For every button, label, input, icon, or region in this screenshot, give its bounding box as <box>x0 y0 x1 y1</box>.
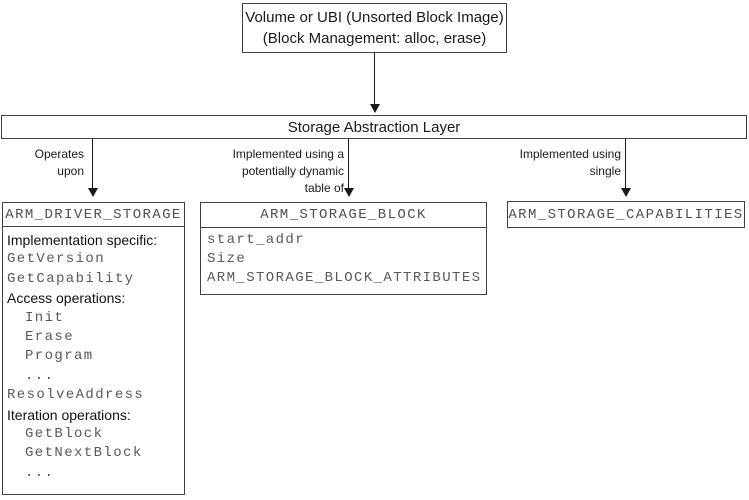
edge-label-line: Implemented using a <box>232 147 344 161</box>
volume-ubi-box: Volume or UBI (Unsorted Block Image) (Bl… <box>242 3 507 53</box>
edge-label-line: upon <box>57 164 84 178</box>
arm-driver-storage-box: ARM_DRIVER_STORAGE Implementation specif… <box>2 202 185 495</box>
driver-storage-row: Erase <box>25 329 75 346</box>
volume-ubi-line1: Volume or UBI (Unsorted Block Image) <box>245 9 504 26</box>
volume-ubi-line2: (Block Management: alloc, erase) <box>262 30 487 47</box>
driver-storage-row: ... <box>25 367 55 384</box>
arrow-block-head <box>344 188 354 197</box>
arm-driver-storage-body: Implementation specific: GetVersion GetC… <box>3 227 184 483</box>
arrow-driver-line <box>92 139 93 189</box>
arm-storage-capabilities-box: ARM_STORAGE_CAPABILITIES <box>507 201 745 228</box>
edge-label-line: Implemented using <box>519 147 621 161</box>
edge-label-line: Operates <box>34 147 84 161</box>
storage-block-row: Size <box>207 251 247 267</box>
driver-storage-row: ResolveAddress <box>7 387 145 404</box>
driver-storage-row: Init <box>25 309 65 326</box>
edge-label-operates-upon: Operates upon <box>0 146 84 180</box>
driver-storage-row: GetCapability <box>7 270 135 287</box>
edge-label-dynamic-table: Implemented using a potentially dynamic … <box>144 146 344 197</box>
driver-storage-row: Implementation specific: <box>7 232 158 248</box>
edge-label-line: potentially dynamic <box>241 164 344 178</box>
arrow-block-line <box>348 139 349 189</box>
arm-storage-capabilities-title: ARM_STORAGE_CAPABILITIES <box>508 206 744 223</box>
driver-storage-row: Iteration operations: <box>7 406 131 423</box>
driver-storage-row: GetBlock <box>25 426 104 443</box>
arrow-caps-head <box>621 188 631 197</box>
storage-block-row: start_addr <box>207 232 306 248</box>
storage-abstraction-layer-title: Storage Abstraction Layer <box>287 118 461 136</box>
edge-label-line: table of <box>304 181 344 195</box>
edge-label-line: single <box>589 164 621 178</box>
driver-storage-row: Access operations: <box>7 290 126 307</box>
storage-abstraction-layer-box: Storage Abstraction Layer <box>1 115 747 139</box>
arm-driver-storage-title: ARM_DRIVER_STORAGE <box>3 203 184 227</box>
storage-block-row: ARM_STORAGE_BLOCK_ATTRIBUTES <box>207 270 482 286</box>
arm-storage-block-box: ARM_STORAGE_BLOCK start_addr Size ARM_ST… <box>200 202 487 295</box>
arm-storage-block-body: start_addr Size ARM_STORAGE_BLOCK_ATTRIB… <box>201 228 486 288</box>
edge-label-single: Implemented using single <box>421 146 621 180</box>
arrow-top-to-sal-head <box>370 104 380 113</box>
driver-storage-row: Program <box>25 348 94 365</box>
arrow-top-to-sal-line <box>374 52 375 105</box>
driver-storage-row: GetVersion <box>7 251 106 268</box>
arrow-driver-head <box>88 188 98 197</box>
driver-storage-row: GetNextBlock <box>25 445 143 462</box>
arm-storage-block-title: ARM_STORAGE_BLOCK <box>201 203 486 228</box>
driver-storage-row: ... <box>25 464 55 481</box>
arrow-caps-line <box>625 139 626 189</box>
